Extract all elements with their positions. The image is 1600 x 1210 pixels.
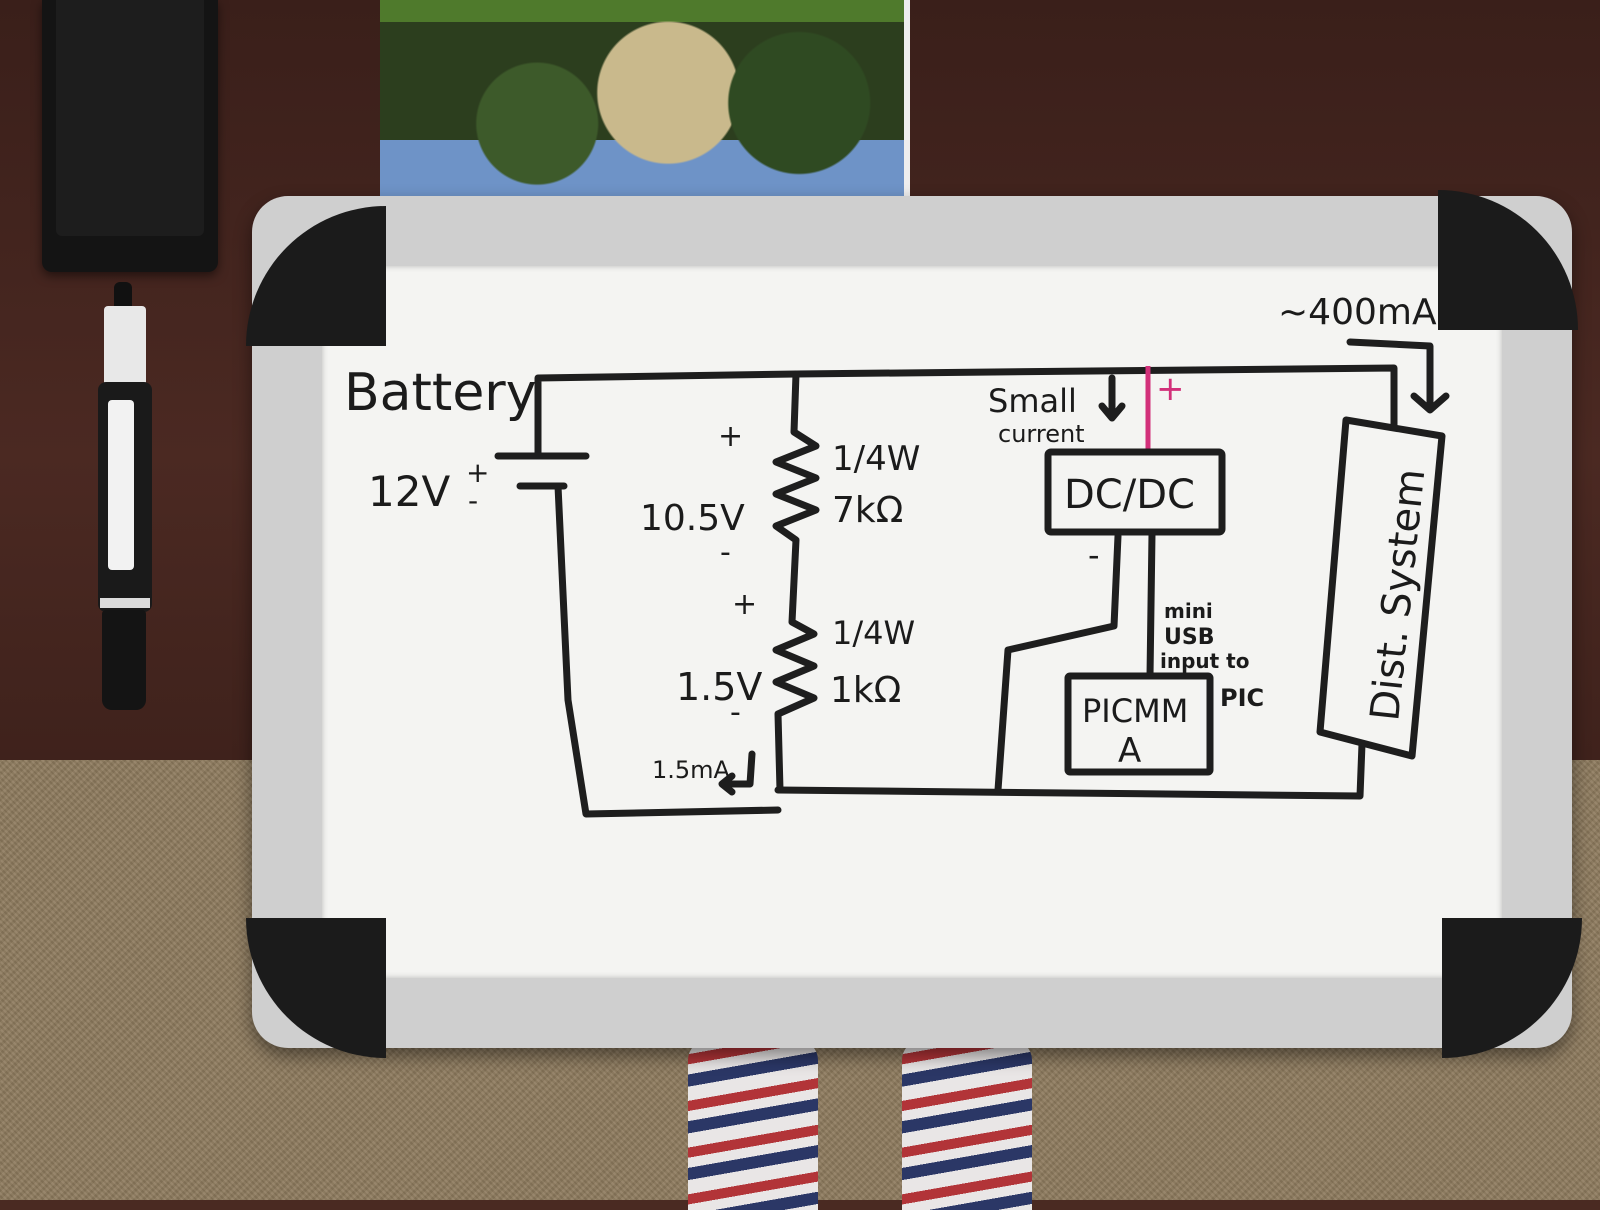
top-wire bbox=[534, 364, 1398, 460]
speaker bbox=[42, 0, 218, 272]
battery-label: Battery bbox=[344, 363, 536, 423]
pic-box bbox=[1064, 672, 1214, 776]
resistor-divider bbox=[772, 370, 820, 794]
usb-wire bbox=[1146, 530, 1156, 680]
r1-minus-sign: - bbox=[720, 535, 731, 570]
r1-power: 1/4W bbox=[832, 439, 920, 479]
r2-minus-sign: - bbox=[730, 695, 741, 730]
dcdc-plus-sign: + bbox=[1156, 369, 1185, 409]
small-current-line2: current bbox=[998, 420, 1085, 448]
r2-plus-sign: + bbox=[732, 587, 757, 622]
r1-plus-sign: + bbox=[718, 419, 743, 454]
sock-left bbox=[688, 1040, 818, 1210]
r1-voltage: 10.5V bbox=[640, 498, 745, 539]
dcdc-minus-sign: - bbox=[1088, 536, 1100, 574]
divider-current-arrow bbox=[718, 750, 756, 796]
pic-line2: A bbox=[1118, 731, 1141, 771]
battery-symbol bbox=[494, 452, 590, 490]
marker-band bbox=[100, 598, 150, 608]
load-current-arrow bbox=[1346, 338, 1450, 414]
battery-plus-sign: + bbox=[466, 456, 489, 489]
usb-line2: USB bbox=[1164, 625, 1214, 650]
dcdc-negative-wire bbox=[994, 532, 1122, 794]
usb-line1: mini bbox=[1164, 599, 1213, 623]
marker-barrel-white bbox=[104, 306, 146, 390]
marker-label bbox=[108, 400, 134, 570]
small-current-arrow bbox=[1098, 374, 1126, 422]
marker-cap-top bbox=[114, 282, 132, 308]
sock-right bbox=[902, 1040, 1032, 1210]
pic-line1: PICMM bbox=[1082, 692, 1188, 730]
usb-line3: input to bbox=[1160, 649, 1249, 673]
load-label: Dist. System bbox=[1362, 467, 1434, 723]
battery-minus-sign: - bbox=[468, 484, 478, 517]
dcdc-box bbox=[1044, 448, 1226, 536]
whiteboard-surface bbox=[322, 266, 1502, 978]
battery-voltage: 12V bbox=[368, 467, 450, 516]
load-current-label: ~400mA bbox=[1278, 292, 1437, 333]
load-box bbox=[1316, 416, 1446, 760]
dcdc-label: DC/DC bbox=[1064, 472, 1195, 518]
upside-down-photo bbox=[380, 0, 910, 206]
r2-voltage: 1.5V bbox=[676, 665, 762, 709]
r2-resistance: 1kΩ bbox=[830, 670, 901, 711]
r2-power: 1/4W bbox=[832, 614, 915, 652]
bottom-wire bbox=[774, 740, 1366, 800]
whiteboard-marker bbox=[92, 282, 156, 710]
usb-line4: PIC bbox=[1220, 684, 1264, 712]
speaker-grill bbox=[56, 0, 204, 236]
marker-cap bbox=[102, 610, 146, 710]
bottom-left-wire bbox=[554, 482, 782, 818]
small-current-line1: Small bbox=[988, 382, 1077, 420]
divider-current-label: 1.5mA bbox=[652, 756, 731, 784]
whiteboard bbox=[246, 190, 1582, 1058]
r1-resistance: 7kΩ bbox=[832, 490, 903, 531]
